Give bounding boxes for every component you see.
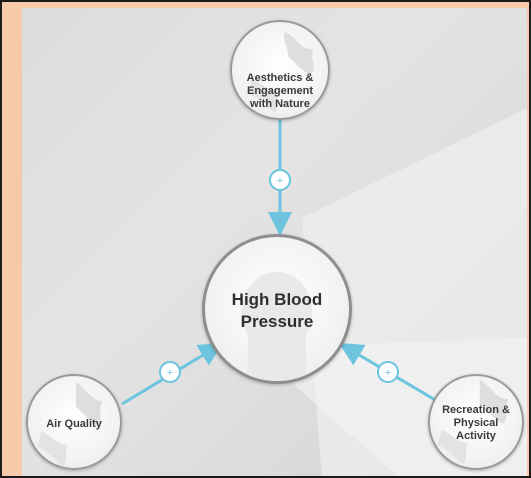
foliage-icon (249, 31, 314, 113)
node-recreation: Recreation & Physical Activity (428, 374, 524, 470)
connectors: + + + (121, 120, 443, 406)
plus-badge-top: + (269, 169, 291, 191)
node-aesthetics-line1: Aesthetics & (246, 72, 314, 84)
plus-badge-right: + (377, 361, 399, 383)
node-recreation-line1: Recreation & (442, 404, 510, 416)
foliage-icon (437, 379, 509, 465)
center-label-line1: High Blood (231, 290, 323, 309)
plus-sign-top: + (277, 175, 283, 187)
node-air-quality: Air Quality (26, 374, 122, 470)
node-air-quality-label: Air Quality (46, 418, 102, 430)
node-recreation-line3: Activity (456, 430, 496, 442)
diagram-panel: + + + Aesthetics & Engagement with Natur… (22, 8, 527, 476)
plus-badge-left: + (159, 361, 181, 383)
center-label-line2: Pressure (240, 312, 314, 331)
plus-sign-right: + (385, 367, 391, 379)
plus-sign-left: + (167, 367, 173, 379)
head-silhouette-icon (241, 271, 313, 381)
node-aesthetics-line3: with Nature (250, 98, 310, 110)
node-recreation-line2: Physical (453, 417, 499, 429)
node-high-blood-pressure: High Blood Pressure (202, 234, 352, 384)
node-aesthetics-line2: Engagement (246, 85, 313, 97)
foliage-icon (37, 381, 103, 467)
node-aesthetics: Aesthetics & Engagement with Nature (230, 20, 330, 120)
